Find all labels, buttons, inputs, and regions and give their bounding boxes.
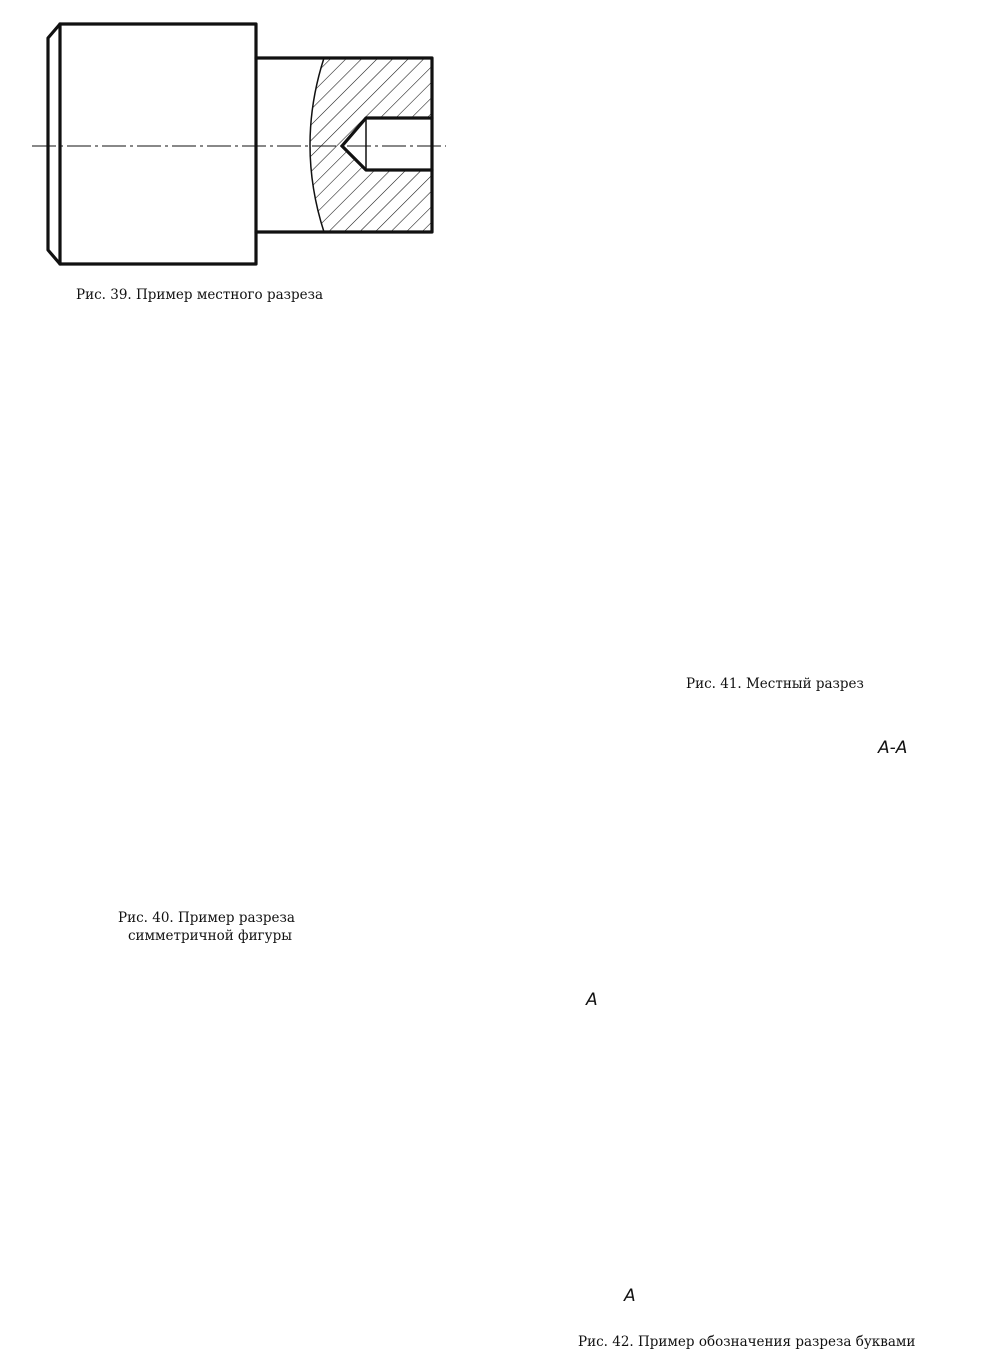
fig41-caption: Рис. 41. Местный разрез — [686, 676, 864, 692]
fig42-section-title: А-А — [878, 738, 908, 758]
fig39-caption: Рис. 39. Пример местного разреза — [76, 287, 324, 303]
fig39-hatched-section — [310, 58, 432, 232]
fig39-break-line — [309, 57, 325, 233]
fig42-cut-letter-bottom: А — [624, 1286, 636, 1306]
fig40-caption-line2: симметричной фигуры — [128, 928, 292, 944]
fig40-caption-line1: Рис. 40. Пример разреза — [118, 910, 295, 926]
fig39-small-cylinder — [254, 56, 434, 234]
fig42-caption: Рис. 42. Пример обозначения разреза букв… — [578, 1334, 916, 1350]
fig39-large-cylinder — [46, 22, 258, 266]
fig42-cut-letter-top: А — [586, 990, 598, 1010]
fig39-drawing — [32, 22, 446, 266]
